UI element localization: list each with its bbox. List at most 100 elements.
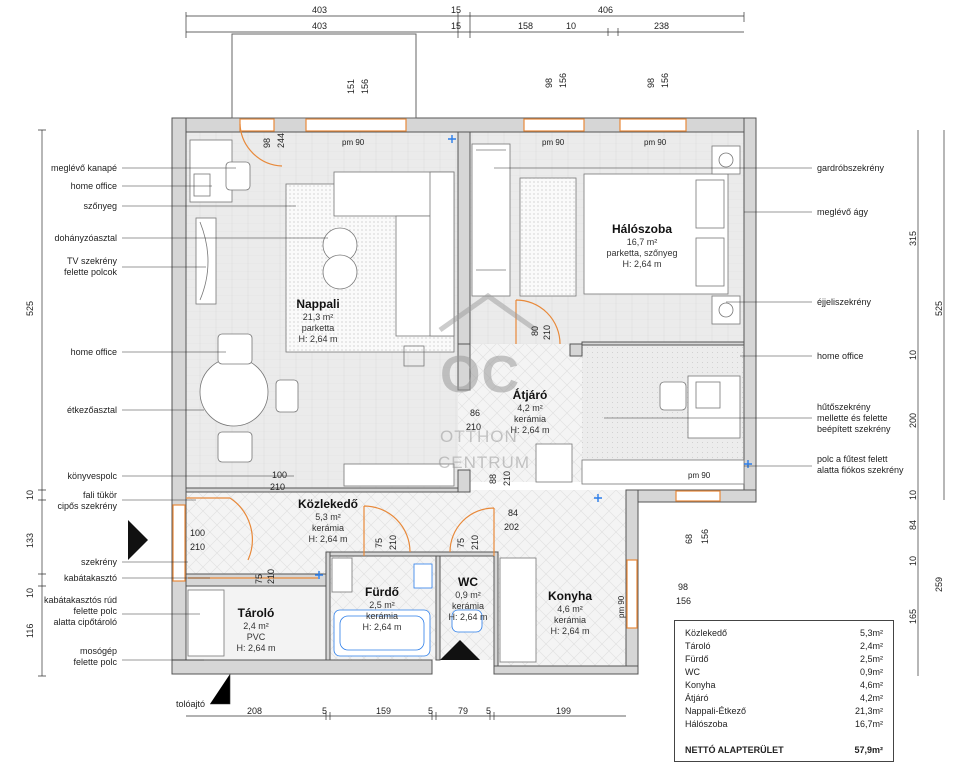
callout-felette-polcok: felette polcok	[64, 267, 118, 277]
svg-text:315: 315	[908, 231, 918, 246]
svg-text:pm 90: pm 90	[617, 595, 626, 618]
svg-text:80: 80	[530, 326, 540, 336]
svg-text:159: 159	[376, 706, 391, 716]
svg-text:133: 133	[25, 533, 35, 548]
svg-text:pm 90: pm 90	[342, 138, 365, 147]
svg-text:116: 116	[25, 624, 35, 638]
left-callout-lines	[122, 167, 328, 705]
svg-text:parketta: parketta	[302, 323, 335, 333]
svg-text:4,2 m²: 4,2 m²	[517, 403, 543, 413]
svg-text:406: 406	[598, 5, 613, 15]
svg-text:15: 15	[451, 21, 461, 31]
wc-floor	[440, 556, 494, 660]
svg-text:5: 5	[428, 706, 433, 716]
svg-text:H: 2,64 m: H: 2,64 m	[622, 259, 661, 269]
svg-text:10: 10	[25, 490, 35, 500]
dimension-lines	[38, 12, 945, 720]
callout-fiokos: alatta fiókos szekrény	[817, 465, 904, 475]
callout-toloajto: tolóajtó	[176, 699, 205, 709]
svg-text:OC: OC	[440, 346, 520, 404]
svg-text:PVC: PVC	[247, 632, 266, 642]
svg-text:kerámia: kerámia	[514, 414, 546, 424]
svg-text:210: 210	[542, 325, 552, 340]
room-label-konyha: Konyha 4,6 m² kerámia H: 2,64 m	[548, 589, 592, 636]
callout-mosogep: mosógép	[80, 646, 117, 656]
svg-text:84: 84	[908, 520, 918, 530]
svg-text:kerámia: kerámia	[452, 601, 484, 611]
gardrob	[471, 143, 511, 297]
svg-text:98: 98	[646, 78, 656, 88]
svg-text:98: 98	[262, 138, 272, 148]
svg-text:86: 86	[470, 408, 480, 418]
svg-text:kerámia: kerámia	[366, 611, 398, 621]
callout-polc-futes: polc a fűtest felett	[817, 454, 888, 464]
svg-text:5: 5	[322, 706, 327, 716]
callout-hutoszekreny: hűtőszekrény	[817, 402, 871, 412]
svg-text:Tároló: Tároló	[238, 606, 275, 620]
svg-text:kerámia: kerámia	[554, 615, 586, 625]
svg-text:259: 259	[934, 577, 944, 592]
svg-text:kerámia: kerámia	[312, 523, 344, 533]
svg-text:H: 2,64 m: H: 2,64 m	[308, 534, 347, 544]
room-label-kozlekedo: Közlekedő 5,3 m² kerámia H: 2,64 m	[298, 497, 358, 544]
svg-text:202: 202	[504, 522, 519, 532]
svg-text:H: 2,64 m: H: 2,64 m	[362, 622, 401, 632]
callout-home-office-1: home office	[71, 181, 117, 191]
svg-text:156: 156	[360, 79, 370, 94]
svg-text:H: 2,64 m: H: 2,64 m	[550, 626, 589, 636]
svg-text:10: 10	[25, 588, 35, 598]
svg-text:79: 79	[458, 706, 468, 716]
svg-text:403: 403	[312, 5, 327, 15]
svg-text:75: 75	[374, 538, 384, 548]
svg-text:151: 151	[346, 79, 356, 94]
svg-text:CENTRUM: CENTRUM	[438, 453, 530, 472]
otthon-centrum-logo: OC OTTHON CENTRUM	[438, 292, 538, 472]
svg-text:210: 210	[502, 471, 512, 486]
callout-meglevo-agy: meglévő ágy	[817, 207, 869, 217]
svg-text:5,3 m²: 5,3 m²	[315, 512, 341, 522]
haloszoba-furniture	[471, 143, 745, 485]
svg-text:2,5 m²: 2,5 m²	[369, 600, 395, 610]
svg-text:Közlekedő: Közlekedő	[298, 497, 358, 511]
callout-beepitett: beépített szekrény	[817, 424, 891, 434]
callout-gardrob: gardróbszekrény	[817, 163, 885, 173]
callout-home-office-3: home office	[817, 351, 863, 361]
callout-dohanyzoasztal: dohányzóasztal	[54, 233, 117, 243]
svg-text:210: 210	[266, 569, 276, 584]
svg-text:68: 68	[684, 534, 694, 544]
svg-text:210: 210	[466, 422, 481, 432]
svg-text:100: 100	[272, 470, 287, 480]
callout-fali-tukor: fali tükör	[83, 490, 117, 500]
callout-kanape: meglévő kanapé	[51, 163, 117, 173]
windows	[172, 118, 721, 629]
svg-text:165: 165	[908, 609, 918, 624]
room-label-wc: WC 0,9 m² kerámia H: 2,64 m	[448, 575, 487, 622]
svg-text:Fürdő: Fürdő	[365, 585, 399, 599]
callout-mellette: mellette és felette	[817, 413, 888, 423]
svg-text:H: 2,64 m: H: 2,64 m	[236, 643, 275, 653]
svg-text:4,6 m²: 4,6 m²	[557, 604, 583, 614]
outlets	[315, 135, 752, 579]
callout-cipos-szekreny: cipős szekrény	[57, 501, 117, 511]
svg-text:pm 90: pm 90	[688, 471, 711, 480]
callout-etkezoasztal: étkezőasztal	[67, 405, 117, 415]
svg-text:156: 156	[558, 73, 568, 88]
svg-text:pm 90: pm 90	[542, 138, 565, 147]
svg-text:525: 525	[25, 301, 35, 316]
svg-text:15: 15	[451, 5, 461, 15]
svg-text:H: 2,64 m: H: 2,64 m	[448, 612, 487, 622]
right-callout-lines	[494, 167, 812, 467]
svg-text:75: 75	[456, 538, 466, 548]
svg-text:84: 84	[508, 508, 518, 518]
callout-szonyeg: szőnyeg	[83, 201, 117, 211]
room-label-atjaro: Átjáró 4,2 m² kerámia H: 2,64 m	[510, 387, 549, 435]
svg-text:10: 10	[908, 556, 918, 566]
svg-text:200: 200	[908, 413, 918, 428]
